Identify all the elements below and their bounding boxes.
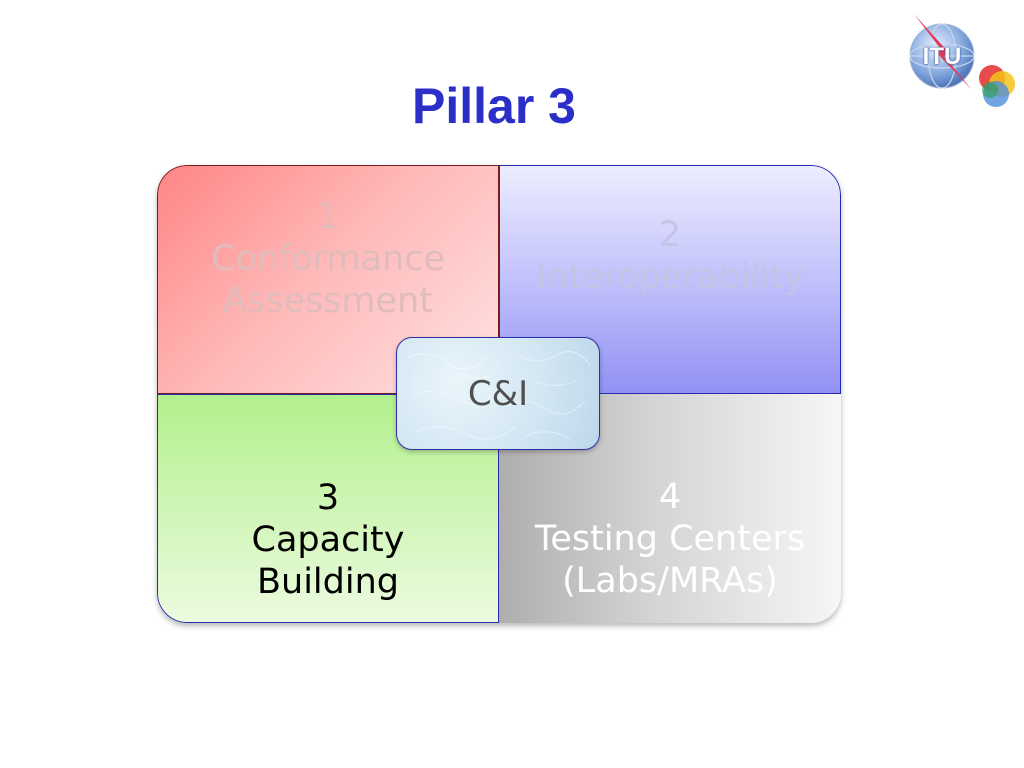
quadrant-label-line1: Capacity (251, 520, 405, 560)
quadrant-number: 1 (316, 197, 340, 237)
quadrant-label-line2: (Labs/MRAs) (562, 561, 778, 601)
quadrant-label-line1: Conformance (210, 239, 446, 279)
quadrant-label-line2: Building (257, 562, 399, 602)
quadrant-label-line1: Testing Centers (534, 519, 806, 559)
quadrant-number: 4 (658, 477, 682, 517)
quadrant-number: 3 (316, 478, 340, 518)
quadrant-conformance-assessment: 1 Conformance Assessment (157, 165, 499, 394)
logo-text: ITU (922, 43, 962, 70)
quadrant-label-line2: Assessment (223, 281, 433, 321)
quadrant-label-line1: Interoperability (535, 257, 805, 297)
texture-pattern (406, 351, 591, 440)
center-ci-box: C&I (396, 337, 600, 450)
itu-logo: ITU (900, 10, 1022, 110)
slide-title: Pillar 3 (412, 78, 576, 134)
quadrant-number: 2 (658, 215, 682, 255)
center-label: C&I (467, 373, 529, 414)
